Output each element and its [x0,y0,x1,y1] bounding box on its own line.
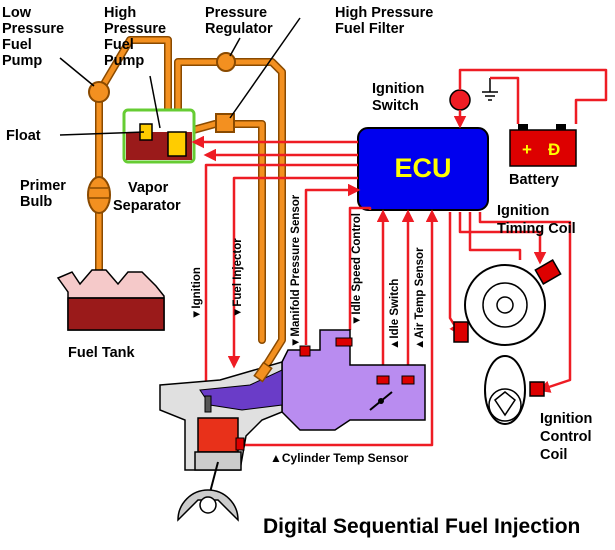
svg-text:Fuel Filter: Fuel Filter [335,21,405,37]
battery: + Ð [509,124,577,167]
svg-text:Pressure: Pressure [2,21,64,37]
ignition-timing-assembly [453,259,562,425]
signal-wires [191,68,608,447]
fuel-lines [95,36,286,376]
low-pressure-pump [88,81,110,103]
svg-text:Fuel: Fuel [104,37,134,53]
svg-text:Control: Control [540,429,592,445]
high-pressure-pump [167,131,187,157]
svg-text:Pressure: Pressure [205,5,267,21]
label-ignition-control-coil: Ignition Control Coil [540,411,592,463]
label-idle-speed-control-signal: ▼Idle Speed Control [351,213,363,326]
label-idle-switch-signal: ▲Idle Switch [389,279,401,350]
fuel-tank [56,269,165,331]
label-pressure-regulator: Pressure Regulator [205,5,273,37]
label-air-temp-signal: ▲Air Temp Sensor [414,247,426,350]
svg-text:Coil: Coil [540,447,567,463]
label-fuel-injector-signal: ▼Fuel Injector [232,238,244,318]
battery-minus: Ð [548,140,560,159]
svg-text:Ignition: Ignition [372,81,424,97]
svg-text:Bulb: Bulb [20,194,52,210]
svg-text:Fuel: Fuel [2,37,32,53]
vapor-separator [122,108,196,164]
svg-text:Primer: Primer [20,178,66,194]
engine-cylinder [159,361,283,522]
cylinder-temp-sensor [235,437,245,451]
ecu-label: ECU [394,153,451,183]
svg-text:High: High [104,5,136,21]
leader-lines [59,17,301,136]
primer-bulb [87,176,111,214]
pressure-regulator [216,52,236,72]
svg-text:Ignition: Ignition [540,411,592,427]
label-high-pressure-pump: High Pressure Fuel Pump [104,5,166,69]
svg-text:Pressure: Pressure [104,21,166,37]
diagram-title: Digital Sequential Fuel Injection [263,515,580,538]
timing-coil [534,259,562,285]
label-ignition-switch: Ignition Switch [372,81,424,114]
spark-plug [204,395,212,413]
control-coil [529,381,545,397]
ground-symbol [482,78,498,101]
control-coil-top [453,321,469,343]
label-manifold-pressure-signal: ▼Manifold Pressure Sensor [290,194,302,348]
svg-text:High Pressure: High Pressure [335,5,433,21]
label-cylinder-temp-sensor: ▲Cylinder Temp Sensor [270,451,409,465]
svg-text:Ignition: Ignition [497,203,549,219]
intake-manifold [281,329,426,431]
svg-text:Switch: Switch [372,98,419,114]
svg-text:Timing Coil: Timing Coil [497,221,576,237]
high-pressure-fuel-filter [215,113,235,133]
label-primer-bulb: Primer Bulb [20,178,66,210]
ecu-box: ECU [357,127,489,211]
fuel-line-pump-to-regulator [174,58,286,376]
idle-switch-sensor [376,375,390,385]
label-low-pressure-pump: Low Pressure Fuel Pump [2,5,64,69]
svg-text:Regulator: Regulator [205,21,273,37]
label-ignition-signal: ▼Ignition [191,267,203,320]
svg-text:Pump: Pump [2,53,42,69]
map-sensor [299,345,311,357]
label-battery: Battery [509,172,559,188]
battery-plus: + [522,140,532,159]
air-temp-sensor [401,375,415,385]
label-vapor-separator: Vapor Separator [113,180,181,214]
svg-text:Pump: Pump [104,53,144,69]
svg-text:Vapor: Vapor [128,180,169,196]
label-float: Float [6,128,41,144]
label-high-pressure-filter: High Pressure Fuel Filter [335,5,433,37]
idle-valve [335,337,353,347]
label-fuel-tank: Fuel Tank [68,345,136,361]
svg-text:Separator: Separator [113,198,181,214]
injector [253,361,273,383]
label-ignition-timing-coil: Ignition Timing Coil [497,203,576,237]
ignition-switch [449,89,471,111]
svg-text:Low: Low [2,5,32,21]
